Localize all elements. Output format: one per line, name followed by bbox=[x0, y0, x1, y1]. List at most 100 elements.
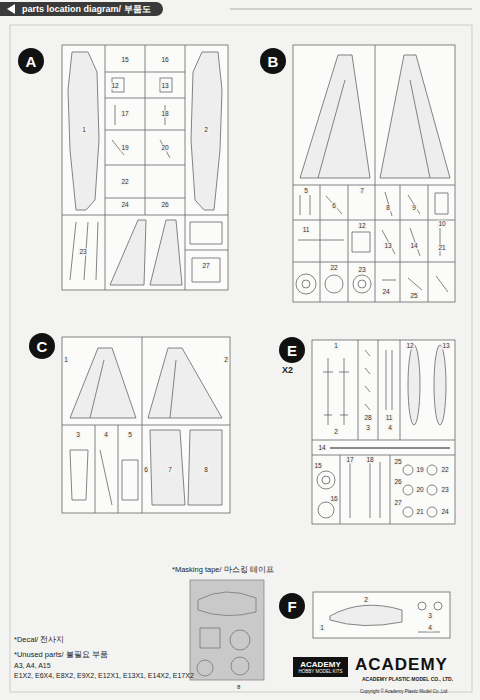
part-number: 4 bbox=[387, 424, 393, 431]
part-number: 15 bbox=[313, 462, 322, 469]
part-number: 16 bbox=[160, 56, 169, 63]
brand-logo-box: ACADEMYHOBBY MODEL KITS bbox=[293, 657, 348, 677]
drawing-stroke bbox=[293, 262, 455, 263]
drawing-stroke bbox=[403, 465, 413, 475]
sprue-letter: B bbox=[268, 53, 279, 70]
part-number: 22 bbox=[120, 178, 129, 185]
drawing-stroke bbox=[350, 462, 380, 518]
header-bar: parts location diagram/ 부품도 bbox=[0, 2, 163, 16]
part-number: 14 bbox=[317, 444, 326, 451]
drawing-stroke bbox=[118, 425, 119, 513]
part-number: 15 bbox=[120, 56, 129, 63]
drawing-stroke bbox=[340, 455, 341, 524]
drawing-stroke bbox=[312, 455, 455, 456]
part-number: 24 bbox=[440, 508, 449, 515]
part-number: 13 bbox=[441, 342, 450, 349]
part-number: 16 bbox=[329, 495, 338, 502]
part-number: 2 bbox=[203, 126, 209, 133]
part-number: 13 bbox=[160, 82, 169, 89]
part-number: 12 bbox=[110, 82, 119, 89]
brand-text: ACADEMY bbox=[300, 660, 340, 669]
drawing-stroke bbox=[358, 280, 366, 288]
brand-logo: ACADEMY bbox=[355, 656, 448, 675]
drawing-stroke bbox=[62, 45, 228, 290]
drawing-stroke bbox=[191, 52, 222, 210]
part-number: 18 bbox=[365, 456, 374, 463]
part-number: 8 bbox=[385, 204, 391, 211]
part-number: 5 bbox=[303, 187, 309, 194]
drawing-stroke bbox=[427, 485, 437, 495]
sprue-letter-badge: A bbox=[18, 48, 44, 74]
part-number: 18 bbox=[160, 110, 169, 117]
drawing-stroke bbox=[150, 220, 182, 285]
drawing-stroke bbox=[185, 250, 228, 251]
drawing-stroke bbox=[190, 222, 222, 282]
drawing-stroke bbox=[358, 340, 359, 440]
drawing-stroke bbox=[230, 9, 472, 10]
drawing-stroke bbox=[317, 471, 335, 489]
part-number: 14 bbox=[409, 242, 418, 249]
drawing-stroke bbox=[10, 9, 472, 692]
part-number: 2 bbox=[363, 596, 369, 603]
drawing-stroke bbox=[105, 198, 185, 199]
part-number: 20 bbox=[415, 486, 424, 493]
sprue-letter-badge: F bbox=[279, 593, 305, 619]
part-number: 20 bbox=[160, 144, 169, 151]
part-number: 9 bbox=[411, 204, 417, 211]
page-title: parts location diagram/ 부품도 bbox=[22, 3, 151, 16]
drawing-stroke bbox=[68, 52, 99, 210]
drawing-stroke bbox=[62, 425, 230, 426]
copyright-text: Copyright © Academy Plastic Model Co.,Lt… bbox=[360, 690, 447, 695]
drawing-stroke bbox=[10, 25, 472, 692]
part-number: 24 bbox=[381, 288, 390, 295]
drawing-stroke bbox=[293, 220, 455, 221]
sprue-letter: A bbox=[26, 53, 37, 70]
part-number: 11 bbox=[302, 226, 311, 233]
note-text: *Masking tape/ 마스킹 테이프 bbox=[172, 566, 274, 574]
drawing-stroke bbox=[300, 192, 448, 216]
part-number: 26 bbox=[393, 478, 402, 485]
part-number: 5 bbox=[127, 431, 133, 438]
part-number: 2 bbox=[223, 356, 229, 363]
drawing-stroke bbox=[348, 185, 349, 302]
part-number: 25 bbox=[393, 458, 402, 465]
drawing-stroke bbox=[197, 660, 213, 676]
part-number: 19 bbox=[415, 466, 424, 473]
drawing-stroke bbox=[150, 430, 222, 505]
drawing-stroke bbox=[302, 280, 310, 288]
drawing-stroke bbox=[427, 465, 437, 475]
part-number: 1 bbox=[333, 342, 339, 349]
drawing-stroke bbox=[365, 350, 392, 410]
drawing-stroke bbox=[320, 185, 321, 302]
part-number: 12 bbox=[405, 342, 414, 349]
drawing-stroke bbox=[434, 345, 446, 425]
note-text: E1X2, E6X4, E8X2, E9X2, E12X1, E13X1, E1… bbox=[14, 672, 194, 680]
part-number: 7 bbox=[359, 187, 365, 194]
part-number: 19 bbox=[120, 144, 129, 151]
drawing-stroke bbox=[408, 345, 420, 425]
drawing-stroke bbox=[390, 455, 391, 524]
drawing-stroke bbox=[70, 450, 138, 505]
drawing-stroke bbox=[322, 476, 330, 484]
drawing-stroke bbox=[112, 105, 170, 158]
part-number: 27 bbox=[393, 499, 402, 506]
part-number: 3 bbox=[365, 424, 371, 431]
quantity-mark: X2 bbox=[282, 366, 293, 376]
part-number: 21 bbox=[415, 508, 424, 515]
brand-text: HOBBY MODEL KITS bbox=[298, 669, 342, 674]
drawing-stroke bbox=[353, 275, 371, 293]
drawing-stroke bbox=[378, 340, 379, 440]
part-number: 17 bbox=[120, 110, 129, 117]
drawing-stroke bbox=[148, 348, 222, 418]
company-name: ACADEMY PLASTIC MODEL CO., LTD. bbox=[362, 677, 453, 683]
header-arrow bbox=[4, 2, 20, 16]
sprue-letter: F bbox=[287, 598, 296, 615]
drawing-stroke bbox=[428, 185, 429, 302]
part-number: 23 bbox=[78, 248, 87, 255]
part-number: 4 bbox=[427, 624, 433, 631]
part-number: 22 bbox=[440, 466, 449, 473]
sprue-letter-badge: E bbox=[279, 337, 305, 363]
drawing-stroke bbox=[293, 185, 455, 186]
drawing-stroke bbox=[105, 72, 185, 73]
